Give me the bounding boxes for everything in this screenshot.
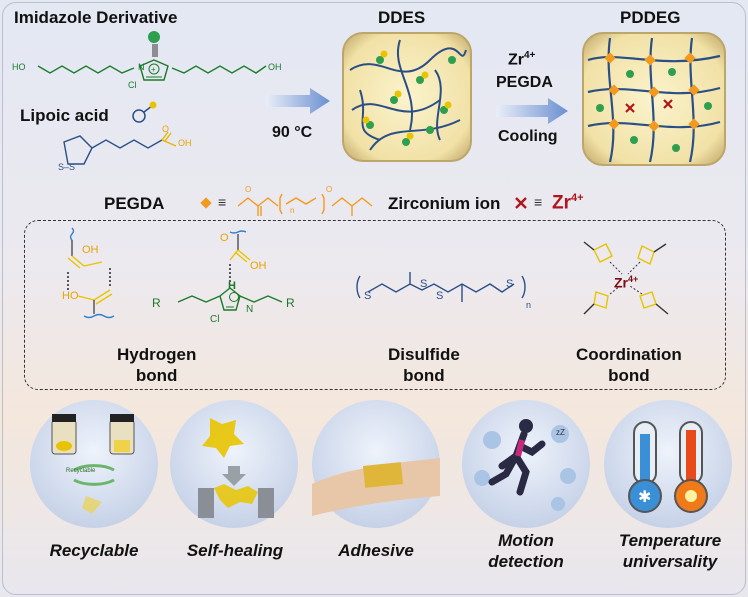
motion-detection-illustration <box>462 400 590 528</box>
legend-zr-equals: ≡ <box>534 194 543 210</box>
ddes-title: DDES <box>378 8 426 27</box>
adhesive-label: Adhesive <box>338 541 414 560</box>
motion-zz-text: zZ <box>556 428 565 437</box>
pddeg-network-image <box>582 32 726 166</box>
recyclable-illustration <box>30 400 158 528</box>
lipoic-oh-label: OH <box>178 138 192 148</box>
hb-ho-label: HO <box>62 290 79 302</box>
lipoic-marker-icon <box>132 101 157 123</box>
motion-detection-image <box>474 419 576 511</box>
coordination-zr-label: Zr4+ <box>614 274 639 291</box>
imid-cl-label: Cl <box>210 314 220 325</box>
imid-r-right: R <box>286 296 295 310</box>
ds-s4: S <box>506 278 514 290</box>
disulfide-chain-structure <box>356 272 526 302</box>
ds-s3: S <box>436 290 444 302</box>
lipoic-acid-structure <box>63 131 177 165</box>
imidazole-marker-dot <box>148 31 160 43</box>
ds-s2: S <box>420 278 428 290</box>
legend-pegda-label: PEGDA <box>104 194 165 213</box>
pegda-o-2: O <box>326 185 333 194</box>
ds-s1: S <box>364 290 372 302</box>
legend-pegda-equals: ≡ <box>218 194 227 210</box>
recyclable-image <box>51 414 135 514</box>
lipoic-ss-label: S–S <box>58 162 76 172</box>
legend-zr-symbol: Zr4+ <box>552 192 584 214</box>
pegda-diamond-icon <box>200 197 212 209</box>
self-healing-illustration <box>170 400 298 528</box>
imid-oh-label: OH <box>250 260 267 272</box>
recyclable-arrow-text: Recyclable <box>66 468 96 474</box>
reagent-cooling-label: Cooling <box>498 128 558 145</box>
pegda-o-1: O <box>245 185 252 194</box>
imidazole-ho-label: HO <box>12 62 26 72</box>
pegda-structure <box>237 193 373 216</box>
svg-text:+: + <box>151 65 156 74</box>
heating-arrow <box>266 88 330 114</box>
imidazole-oh-label: OH <box>268 62 282 72</box>
adhesive-illustration <box>312 400 440 528</box>
imid-r-left: R <box>152 296 161 310</box>
recyclable-label: Recyclable <box>49 541 139 560</box>
reagent-pegda-label: PEGDA <box>496 74 553 91</box>
bond-types-box <box>24 220 726 390</box>
thermometers-image: ✱ <box>628 421 708 513</box>
hydrogen-bond-acid-dimer <box>67 227 115 319</box>
ddes-network-image <box>342 32 472 162</box>
lipoic-o-label: O <box>162 124 170 134</box>
imidazole-n-label: N <box>138 62 145 72</box>
self-healing-label: Self-healing <box>186 541 284 560</box>
ds-n-sub: n <box>526 300 532 310</box>
hb-oh-label: OH <box>82 244 99 256</box>
adhesive-image <box>312 458 440 516</box>
pegda-n-sub: n <box>290 206 295 215</box>
imid-o-label: O <box>220 232 229 244</box>
temperature-label: 90 °C <box>272 124 313 141</box>
imidazolium-hbond-structure <box>177 230 283 311</box>
imidazole-derivative-title: Imidazole Derivative <box>14 8 178 27</box>
crosslinking-arrow <box>496 98 568 124</box>
zirconium-cross-icon <box>515 197 527 209</box>
lipoic-acid-title: Lipoic acid <box>20 106 109 125</box>
coordination-complex-structure <box>583 241 669 315</box>
reagent-zr-label: Zr4+ <box>508 50 536 69</box>
temperature-illustration: ✱ <box>604 400 732 528</box>
self-healing-image <box>198 418 274 518</box>
imidazole-cl-label: Cl <box>128 80 137 90</box>
imidazole-structure: + <box>37 31 267 81</box>
legend-zirconium-label: Zirconium ion <box>388 194 501 213</box>
svg-text:✱: ✱ <box>638 489 651 506</box>
imid-n-label: N <box>246 304 254 315</box>
imid-h-label: H <box>228 280 236 292</box>
pddeg-title: PDDEG <box>620 8 681 27</box>
